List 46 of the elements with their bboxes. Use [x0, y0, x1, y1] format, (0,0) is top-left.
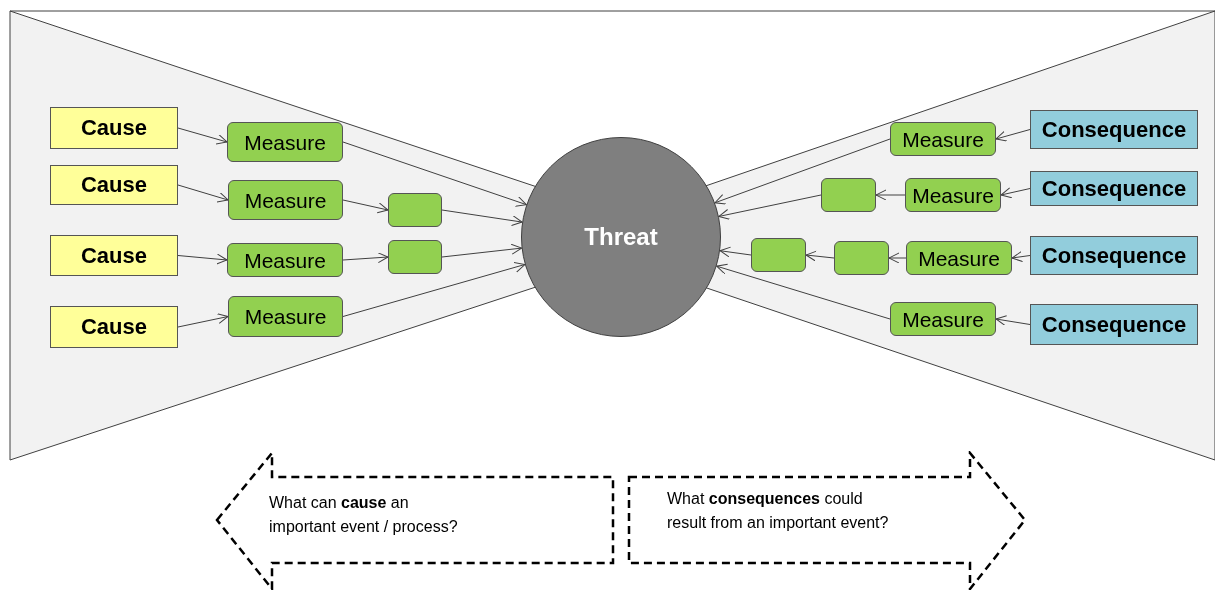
question-text: What can cause an important event / process? — [269, 493, 459, 537]
arrow — [714, 138, 891, 205]
consequence-box: Consequence — [1030, 236, 1198, 275]
arrow — [441, 243, 523, 258]
arrow — [1000, 187, 1031, 199]
dashed-right-arrow — [627, 451, 1027, 590]
arrow — [342, 199, 389, 214]
cause-box: Cause — [50, 306, 178, 348]
arrow — [1011, 251, 1031, 263]
arrow — [177, 184, 229, 203]
measure-box: Measure — [890, 302, 996, 336]
arrow — [177, 127, 228, 145]
cause-box: Cause — [50, 235, 178, 276]
empty-measure-box — [388, 193, 442, 227]
measure-box: Measure — [906, 241, 1012, 275]
arrow — [995, 129, 1031, 142]
empty-measure-box — [834, 241, 889, 275]
question-text: What consequences could result from an important event? — [667, 489, 890, 533]
empty-measure-box — [821, 178, 876, 212]
arrow — [441, 209, 523, 227]
consequence-box: Consequence — [1030, 304, 1198, 345]
consequence-box: Consequence — [1030, 171, 1198, 206]
empty-measure-box — [751, 238, 806, 272]
consequence-box: Consequence — [1030, 110, 1198, 149]
arrow — [805, 250, 835, 262]
measure-box: Measure — [227, 122, 343, 162]
measure-box: Measure — [227, 243, 343, 277]
arrow — [342, 252, 389, 264]
arrow — [719, 246, 752, 258]
arrow — [177, 253, 228, 265]
arrow — [716, 263, 891, 320]
measure-box: Measure — [890, 122, 996, 156]
dashed-left-arrow — [215, 451, 616, 590]
arrow — [342, 141, 527, 207]
measure-box: Measure — [228, 180, 343, 220]
arrow — [995, 315, 1031, 327]
cause-box: Cause — [50, 107, 178, 149]
arrow — [342, 261, 526, 317]
cause-box: Cause — [50, 165, 178, 205]
arrow — [888, 252, 907, 264]
arrow — [177, 313, 229, 328]
arrow — [718, 194, 822, 220]
measure-box: Measure — [905, 178, 1001, 212]
empty-measure-box — [388, 240, 442, 274]
arrow — [875, 189, 906, 201]
measure-box: Measure — [228, 296, 343, 337]
